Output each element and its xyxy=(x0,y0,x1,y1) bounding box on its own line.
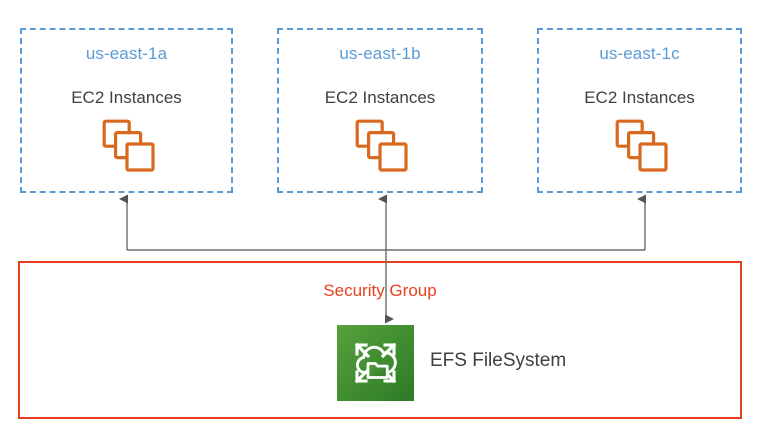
ec2-instances-label-us-east-1c: EC2 Instances xyxy=(584,88,695,107)
efs-filesystem-icon[interactable] xyxy=(337,325,414,401)
ec2-instances-icon[interactable] xyxy=(354,118,410,174)
availability-zone-us-east-1b[interactable]: us-east-1b EC2 Instances xyxy=(277,28,483,193)
ec2-instances-icon[interactable] xyxy=(101,118,157,174)
ec2-instances-label-us-east-1b: EC2 Instances xyxy=(324,88,436,107)
az-label-us-east-1c: us-east-1c xyxy=(599,44,680,63)
efs-filesystem-label: EFS FileSystem xyxy=(430,350,567,371)
az-label-us-east-1b: us-east-1b xyxy=(339,44,421,63)
ec2-instances-icon[interactable] xyxy=(614,118,670,174)
az-label-us-east-1a: us-east-1a xyxy=(85,44,168,63)
availability-zone-us-east-1c[interactable]: us-east-1c EC2 Instances xyxy=(537,28,742,193)
ec2-instances-label-us-east-1a: EC2 Instances xyxy=(71,88,182,107)
security-group-label: Security Group xyxy=(323,281,437,300)
availability-zone-us-east-1a[interactable]: us-east-1a EC2 Instances xyxy=(20,28,233,193)
